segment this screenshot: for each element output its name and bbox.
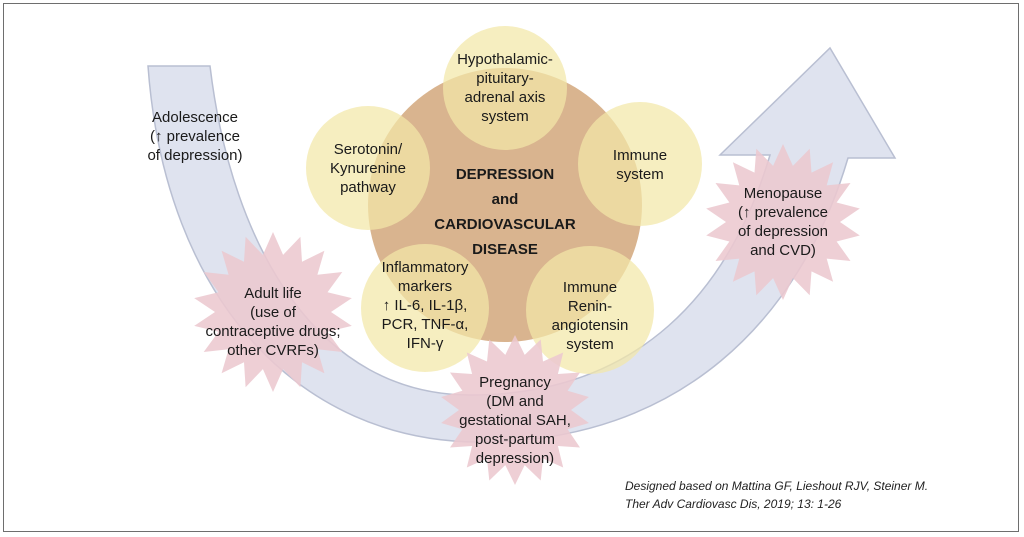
inflammatory-circle <box>361 244 489 372</box>
figure-frame <box>3 3 1019 532</box>
renin-label: Immune Renin- angiotensin system <box>551 279 629 353</box>
renin-circle <box>526 246 654 374</box>
center-title: DEPRESSION and CARDIOVASCULAR DISEASE <box>434 166 576 258</box>
hpa-label: Hypothalamic- pituitary- adrenal axis sy… <box>457 51 553 125</box>
pregnancy-starburst <box>441 335 589 485</box>
adult-life-starburst <box>194 232 352 392</box>
serotonin-circle <box>306 106 430 230</box>
adolescence-label: Adolescence (↑ prevalence of depression) <box>147 109 243 164</box>
hpa-circle <box>443 26 567 150</box>
pregnancy-label: Pregnancy (DM and gestational SAH, post-… <box>459 374 571 467</box>
immune-label: Immune system <box>612 147 668 183</box>
adult-life-label: Adult life (use of contraceptive drugs; … <box>205 285 341 359</box>
menopause-label: Menopause (↑ prevalence of depression an… <box>737 185 829 259</box>
inflammatory-label: Inflammatory markers ↑ IL-6, IL-1β, PCR,… <box>381 259 469 352</box>
serotonin-label: Serotonin/ Kynurenine pathway <box>330 141 406 196</box>
menopause-starburst <box>706 144 860 300</box>
immune-circle <box>578 102 702 226</box>
citation: Designed based on Mattina GF, Lieshout R… <box>625 479 929 511</box>
lifecycle-arrow <box>147 46 897 443</box>
